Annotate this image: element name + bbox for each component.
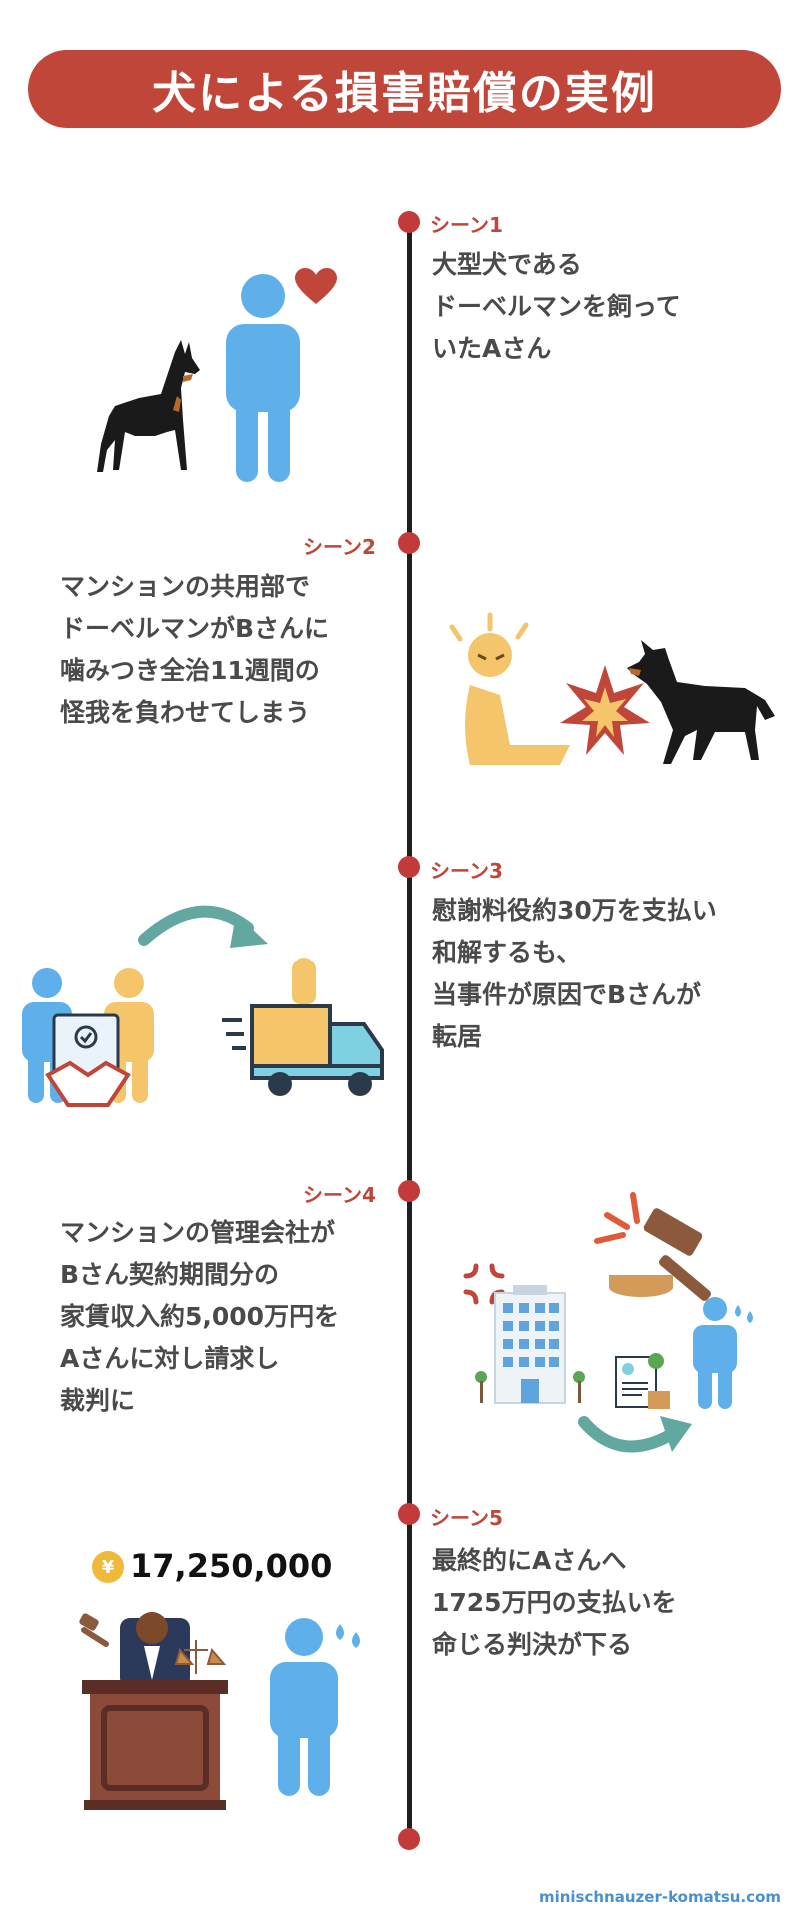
scene-3-line: 転居: [432, 1022, 483, 1051]
scene-4-line: マンションの管理会社が: [60, 1218, 336, 1247]
arrow-icon: [138, 905, 268, 948]
scene-5-line: 最終的にAさんへ: [432, 1546, 627, 1575]
timeline-dot-1: [398, 211, 420, 233]
timeline-dot-3: [398, 856, 420, 878]
scene-label-4: シーン4: [303, 1183, 376, 1207]
scene-3-line: 慰謝料役約30万を支払い: [432, 896, 717, 925]
scene-1-line: 大型犬である: [432, 250, 582, 279]
scene-label-5: シーン5: [430, 1506, 503, 1530]
person-icon: [693, 1297, 737, 1409]
doberman-icon: [97, 340, 200, 472]
scene-text-3: 慰謝料役約30万を支払い 和解するも、 当事件が原因でBさんが 転居: [432, 890, 717, 1058]
person-icon: [270, 1618, 338, 1796]
arrow-icon: [578, 1416, 692, 1453]
timeline-dot-2: [398, 532, 420, 554]
anger-mark-icon: [463, 1263, 505, 1305]
sweat-drops-icon: [735, 1305, 753, 1323]
scene-2-line: 怪我を負わせてしまう: [60, 698, 311, 727]
timeline-dot-4: [398, 1180, 420, 1202]
scene-2-line: 噛みつき全治11週間の: [60, 656, 320, 685]
document-icon: [615, 1353, 670, 1409]
sweat-drops-icon: [336, 1624, 360, 1648]
doberman-icon: [627, 640, 775, 764]
scene-4-line: 裁判に: [60, 1386, 136, 1415]
scene-2-line: マンションの共用部で: [60, 572, 311, 601]
scene-3-line: 和解するも、: [432, 938, 582, 967]
page-title: 犬による損害賠償の実例: [152, 68, 657, 119]
scene-text-2: マンションの共用部で ドーベルマンがBさんに 噛みつき全治11週間の 怪我を負わ…: [60, 566, 329, 734]
scene-label-1: シーン1: [430, 213, 503, 237]
scene-label-2: シーン2: [303, 535, 376, 559]
timeline-dot-5: [398, 1503, 420, 1525]
scene-text-1: 大型犬である ドーベルマンを飼って いたAさん: [432, 244, 681, 370]
judge-icon: [79, 1612, 228, 1810]
scene-4-line: Aさんに対し請求し: [60, 1344, 280, 1373]
scene-5-line: 1725万円の支払いを: [432, 1588, 677, 1617]
person-icon: [226, 274, 300, 482]
timeline-dot-end: [398, 1828, 420, 1850]
heart-icon: [295, 268, 337, 304]
gavel-icon: [594, 1192, 711, 1301]
title-banner: 犬による損害賠償の実例: [28, 50, 781, 128]
handshake-icon: [45, 1013, 131, 1107]
scene-2-line: ドーベルマンがBさんに: [60, 614, 330, 643]
scene-label-3: シーン3: [430, 859, 503, 883]
scene-1-line: ドーベルマンを飼って: [432, 292, 681, 321]
scene-4-line: 家賃収入約5,000万円を: [60, 1302, 340, 1331]
impact-burst-icon: [560, 665, 650, 755]
footer-url: minischnauzer-komatsu.com: [538, 1888, 781, 1906]
scene-text-4: マンションの管理会社が Bさん契約期間分の 家賃収入約5,000万円を Aさんに…: [60, 1212, 339, 1422]
amount-text: 17,250,000: [130, 1547, 333, 1585]
yen-coin-icon: ¥: [92, 1551, 124, 1583]
scene-1-line: いたAさん: [432, 334, 552, 363]
scene-5-line: 命じる判決が下る: [432, 1630, 633, 1659]
scene-4-line: Bさん契約期間分の: [60, 1260, 280, 1289]
scene-text-5: 最終的にAさんへ 1725万円の支払いを 命じる判決が下る: [432, 1540, 677, 1666]
moving-truck-icon: [222, 958, 384, 1096]
scene-3-line: 当事件が原因でBさんが: [432, 980, 702, 1009]
injured-person-icon: [449, 612, 570, 765]
timeline-line: [407, 222, 412, 1840]
building-icon: [475, 1285, 585, 1404]
